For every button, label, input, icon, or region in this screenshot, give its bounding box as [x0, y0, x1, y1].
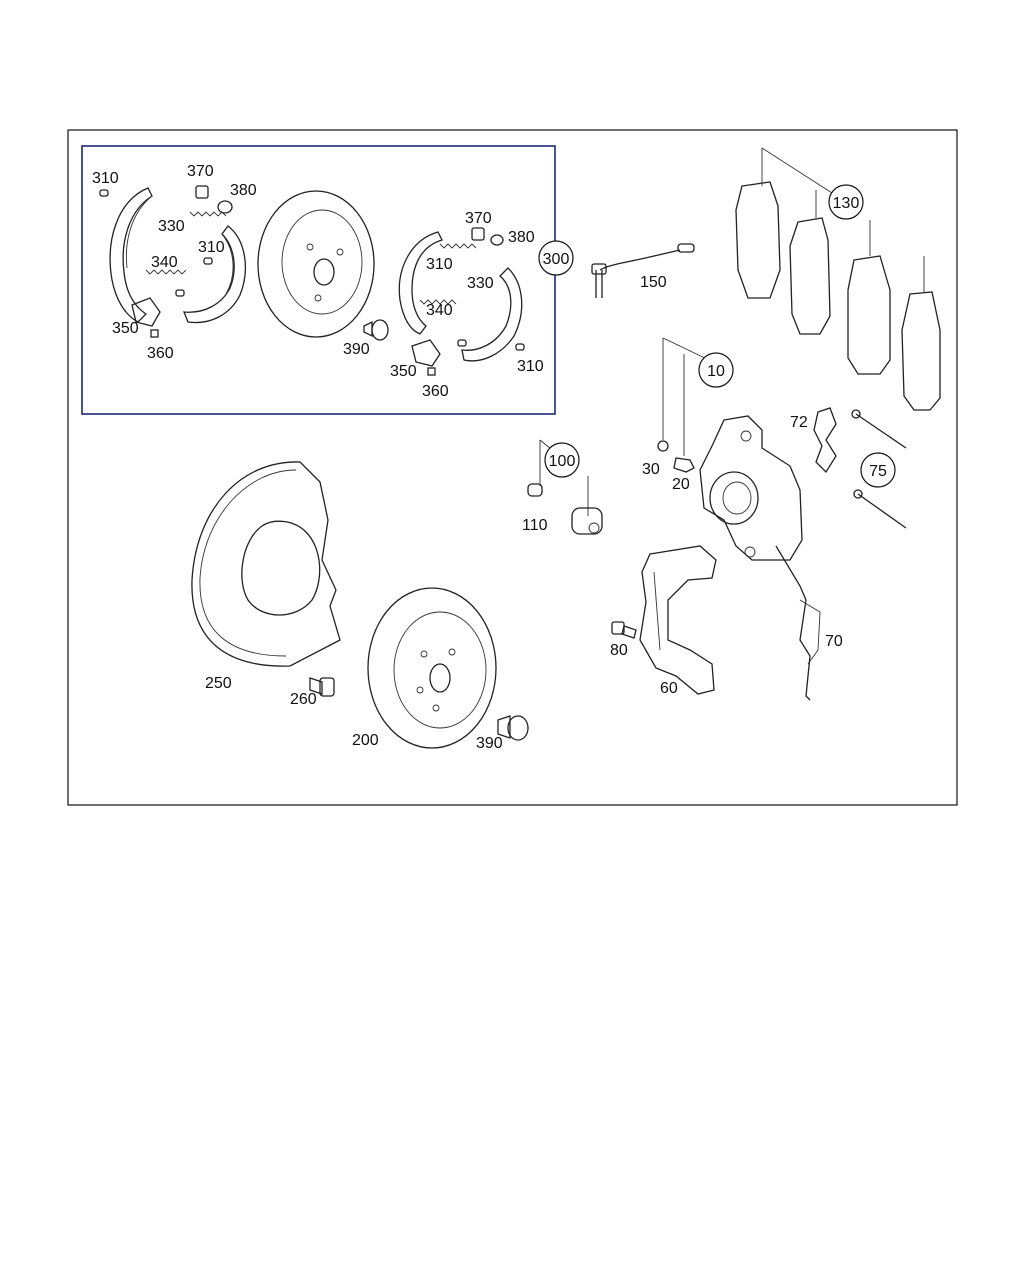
- label-360: 360: [422, 383, 449, 400]
- callout-10: 10: [698, 352, 734, 388]
- label-330: 330: [467, 275, 494, 292]
- label-370: 370: [465, 210, 492, 227]
- caliper-carrier-60: [639, 545, 717, 695]
- callout-100: 100: [544, 442, 580, 478]
- label-20: 20: [672, 476, 690, 493]
- right-brake-shoe-left-set: [182, 225, 246, 324]
- label-80: 80: [610, 642, 628, 659]
- label-340: 340: [426, 302, 453, 319]
- guide-pin-110: [527, 483, 603, 535]
- dust-shield-250: [191, 461, 341, 667]
- label-70: 70: [825, 633, 843, 650]
- bleed-screw-20: [673, 457, 695, 473]
- label-110: 110: [522, 517, 548, 534]
- bolt-260: [309, 677, 335, 697]
- svg-text:75: 75: [869, 463, 887, 480]
- label-350: 350: [112, 320, 139, 337]
- label-250: 250: [205, 675, 232, 692]
- parking-brake-inset-frame: [81, 145, 556, 415]
- brake-caliper-10: [699, 415, 803, 561]
- retaining-pins-75: [851, 409, 907, 529]
- label-310: 310: [92, 170, 119, 187]
- label-380: 380: [508, 229, 535, 246]
- label-390: 390: [476, 735, 503, 752]
- svg-text:10: 10: [707, 363, 725, 380]
- seal-30: [657, 440, 669, 452]
- adjuster-left-set: [131, 185, 233, 338]
- screw-390: [497, 715, 529, 741]
- label-330: 330: [158, 218, 185, 235]
- label-390: 390: [343, 341, 370, 358]
- brake-pads-130: [735, 181, 941, 411]
- spring-clip-72: [813, 407, 837, 474]
- label-360: 360: [147, 345, 174, 362]
- label-350: 350: [390, 363, 417, 380]
- label-310: 310: [426, 256, 453, 273]
- left-brake-shoe: [109, 187, 153, 323]
- label-30: 30: [642, 461, 660, 478]
- right-brake-shoe-set: [398, 227, 525, 376]
- callout-75: 75: [860, 452, 896, 488]
- callout-130: 130: [828, 184, 864, 220]
- brake-disc-200: [367, 587, 497, 749]
- wear-sensor-150: [591, 243, 695, 298]
- label-200: 200: [352, 732, 379, 749]
- label-260: 260: [290, 691, 317, 708]
- label-310: 310: [198, 239, 225, 256]
- label-60: 60: [660, 680, 678, 697]
- svg-text:300: 300: [543, 251, 570, 268]
- outer-frame: [67, 129, 958, 806]
- label-150: 150: [640, 274, 667, 291]
- label-310: 310: [517, 358, 544, 375]
- callout-300: 300: [538, 240, 574, 276]
- bolt-80: [611, 621, 637, 639]
- screw-390-inset: [363, 319, 389, 341]
- label-370: 370: [187, 163, 214, 180]
- parking-brake-drum-disc: [257, 190, 375, 338]
- svg-text:100: 100: [549, 453, 576, 470]
- label-72: 72: [790, 414, 808, 431]
- springs-left-set: [99, 189, 227, 297]
- label-340: 340: [151, 254, 178, 271]
- wire-70: [775, 545, 821, 701]
- svg-text:130: 130: [833, 195, 860, 212]
- label-380: 380: [230, 182, 257, 199]
